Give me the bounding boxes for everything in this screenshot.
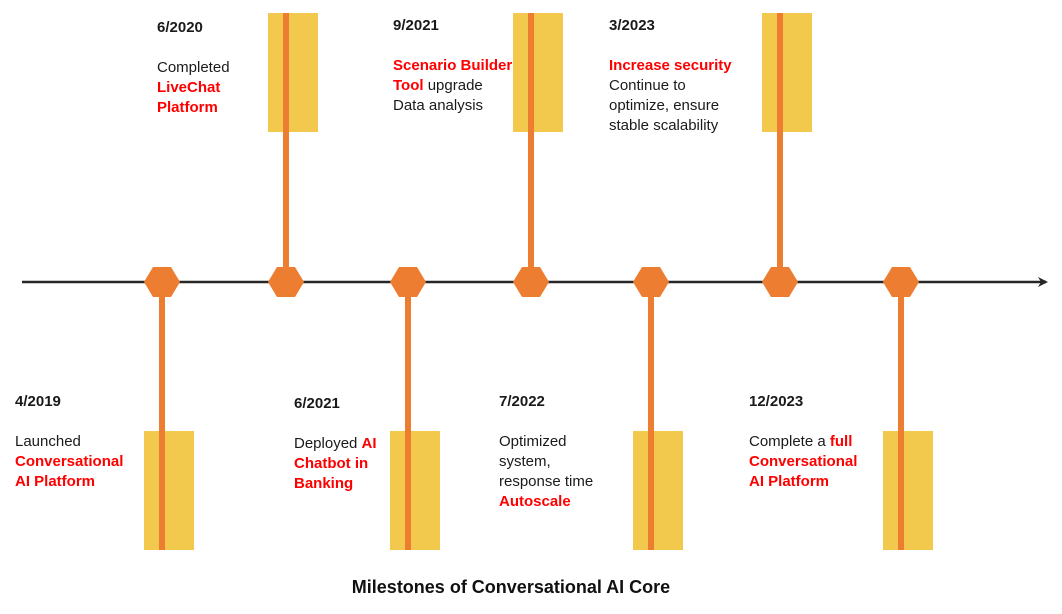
description-text: Optimized system, response time: [499, 433, 594, 490]
milestone-stem: [648, 282, 654, 550]
milestone-description: Complete a full Conversational AI Platfo…: [749, 432, 857, 492]
milestone-box: [144, 431, 194, 550]
milestone-stem: [405, 282, 411, 550]
milestone-box: [633, 431, 683, 550]
milestone-box: [883, 431, 933, 550]
milestone-node-hexagon: [268, 267, 304, 297]
milestone-date: 6/2020: [157, 19, 203, 36]
milestone-box: [268, 13, 318, 132]
milestone-description: Deployed AI Chatbot in Banking: [294, 434, 377, 494]
milestone-stem: [898, 282, 904, 550]
description-text: Launched: [15, 433, 81, 450]
milestone-date: 3/2023: [609, 17, 655, 34]
description-text: upgrade Data analysis: [393, 77, 484, 114]
highlight-text: Autoscale: [499, 493, 571, 510]
milestone-description: Optimized system, response time Autoscal…: [499, 432, 593, 512]
description-text: Continue to optimize, ensure stable scal…: [609, 77, 720, 134]
milestone-node-hexagon: [762, 267, 798, 297]
milestone-date: 12/2023: [749, 393, 804, 410]
milestone-node-hexagon: [144, 267, 180, 297]
milestone-box: [390, 431, 440, 550]
milestone-node-hexagon: [513, 267, 549, 297]
diagram-title: Milestones of Conversational AI Core: [351, 577, 671, 597]
milestone-description: Launched Conversational AI Platform: [15, 432, 123, 492]
highlight-text: LiveChat Platform: [157, 79, 221, 116]
milestone-stem: [159, 282, 165, 550]
milestone-node-hexagon: [390, 267, 426, 297]
milestone-node-hexagon: [883, 267, 919, 297]
milestone-stem: [283, 13, 289, 282]
description-text: Deployed: [294, 435, 362, 452]
description-text: Complete a: [749, 433, 830, 450]
milestone-date: 6/2021: [294, 395, 340, 412]
milestone-stem: [777, 13, 783, 282]
milestone-description: Increase security Continue to optimize, …: [609, 56, 732, 136]
milestone-description: Completed LiveChat Platform: [157, 58, 230, 118]
highlight-text: Scenario Builder Tool: [393, 57, 513, 94]
milestone-date: 7/2022: [499, 393, 545, 410]
milestone-description: Scenario Builder Tool upgrade Data analy…: [393, 56, 512, 116]
milestone-box: [513, 13, 563, 132]
description-text: Completed: [157, 59, 230, 76]
highlight-text: Conversational AI Platform: [15, 453, 124, 490]
milestone-stem: [528, 13, 534, 282]
milestone-date: 4/2019: [15, 393, 61, 410]
milestone-node-hexagon: [633, 267, 669, 297]
highlight-text: full Conversational AI Platform: [749, 433, 858, 490]
milestone-box: [762, 13, 812, 132]
milestone-date: 9/2021: [393, 17, 439, 34]
highlight-text: AI Chatbot in Banking: [294, 435, 377, 492]
highlight-text: Increase security: [609, 57, 732, 74]
